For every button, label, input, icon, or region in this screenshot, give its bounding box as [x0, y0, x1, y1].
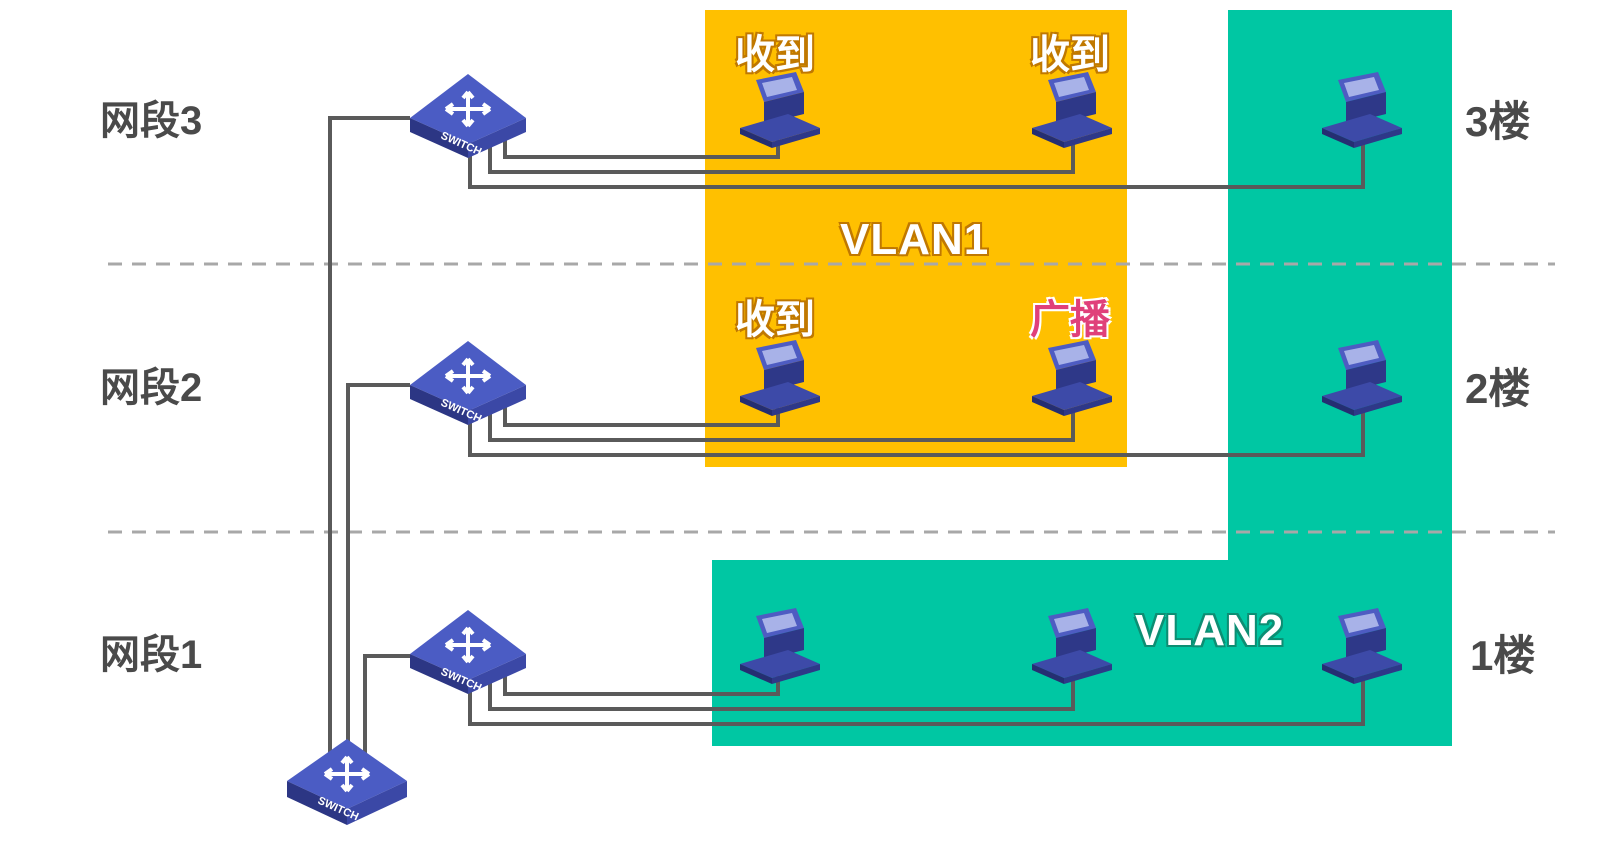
switch-icon: SWITCH — [410, 341, 526, 425]
host-status-label: 收到 — [735, 298, 815, 342]
computer-icon — [740, 608, 820, 684]
segment-label-1: 网段1 — [100, 633, 203, 677]
floor-label-2: 2楼 — [1465, 365, 1531, 412]
floor2-links — [468, 398, 1365, 457]
broadcast-label: 广播 — [1030, 298, 1110, 342]
computer-icon — [740, 340, 820, 416]
vlan2-region — [712, 10, 1452, 746]
computer-icon — [1032, 340, 1112, 416]
vlan1-label: VLAN1 — [840, 215, 990, 264]
floor1-links — [468, 669, 1365, 726]
floor3-links — [468, 130, 1365, 189]
computer-icon — [1032, 608, 1112, 684]
backbone-links — [328, 116, 410, 768]
computer-icon — [1322, 608, 1402, 684]
computer-icon — [1322, 340, 1402, 416]
vlan2-label: VLAN2 — [1135, 606, 1285, 655]
switch-icon: SWITCH — [287, 739, 407, 825]
segment-label-2: 网段2 — [100, 366, 203, 410]
computer-icon — [740, 72, 820, 148]
host-status-label: 收到 — [1030, 33, 1110, 77]
floor-label-1: 1楼 — [1470, 632, 1536, 679]
computer-icon — [1032, 72, 1112, 148]
switch-icon: SWITCH — [410, 74, 526, 158]
floor-label-3: 3楼 — [1465, 98, 1531, 145]
segment-label-3: 网段3 — [100, 99, 203, 143]
switch-icon: SWITCH — [410, 610, 526, 694]
host-status-label: 收到 — [735, 33, 815, 77]
computer-icon — [1322, 72, 1402, 148]
